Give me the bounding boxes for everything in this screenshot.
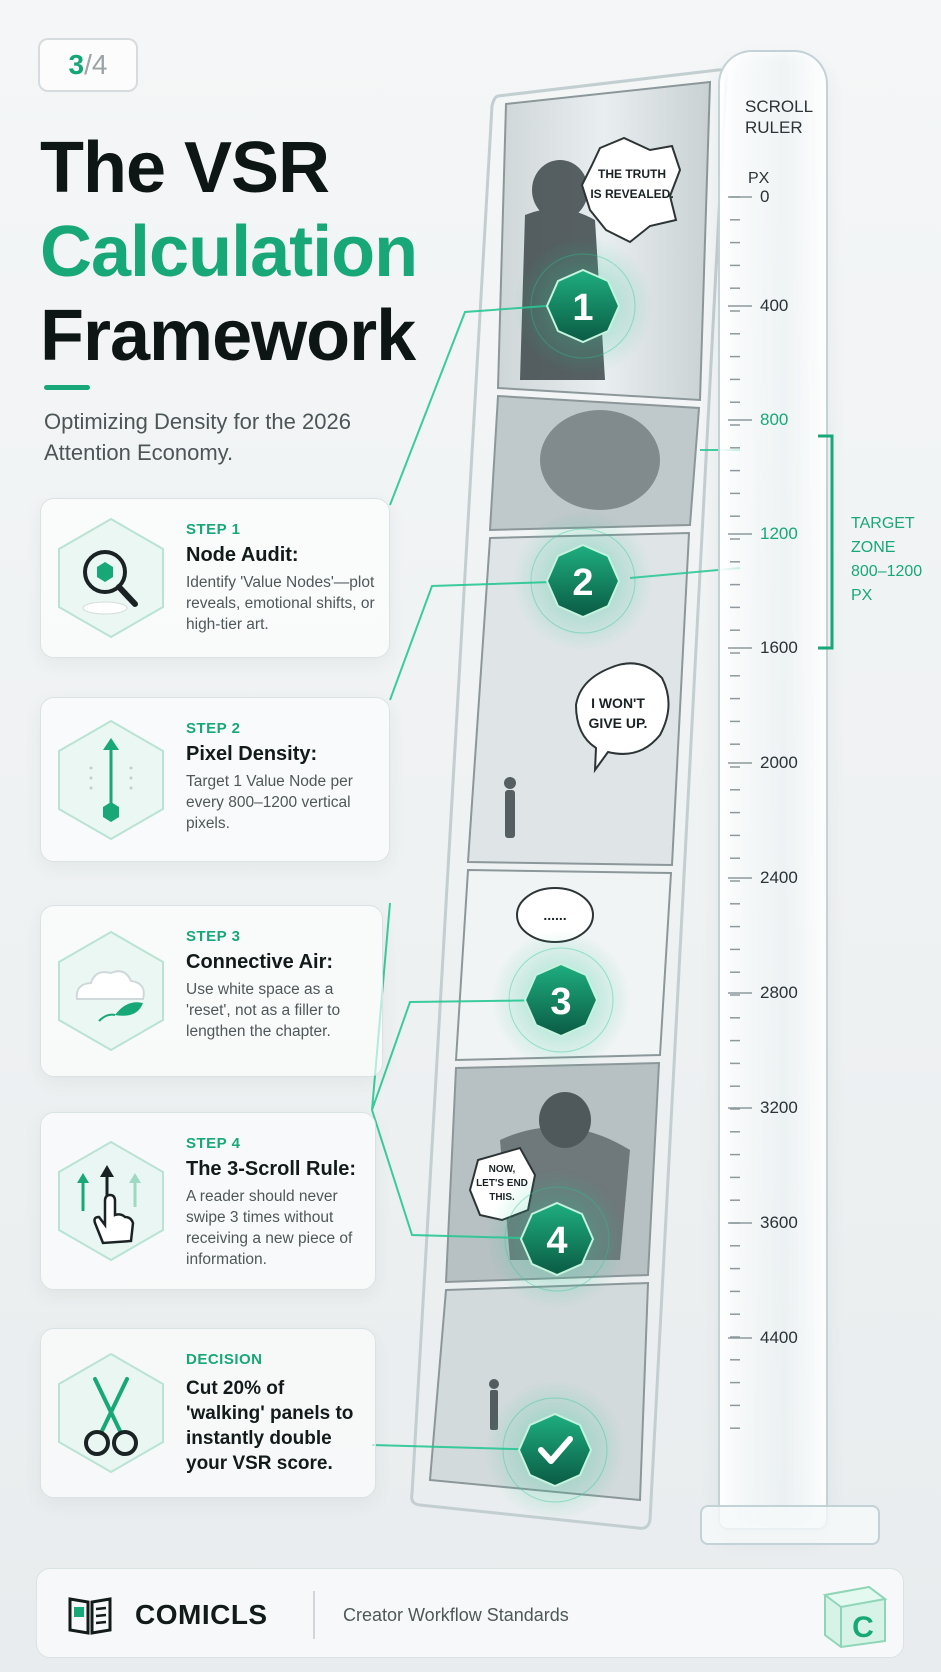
panel-2 — [488, 394, 701, 532]
step-card-1: STEP 1 Node Audit: Identify 'Value Nodes… — [40, 498, 390, 658]
ruler-tick-label: 1200 — [760, 524, 798, 543]
title-line-2: Calculation — [40, 212, 418, 292]
step-card-4: STEP 4 The 3-Scroll Rule: A reader shoul… — [40, 1112, 376, 1290]
step-2-description: Target 1 Value Node per every 800–1200 v… — [186, 773, 353, 832]
node-4-label: 4 — [546, 1220, 567, 1262]
ruler-tick-label: 3600 — [760, 1213, 798, 1232]
ruler-unit: PX — [748, 170, 770, 187]
magnifier-icon — [58, 517, 164, 639]
footer-bar: COMICLS Creator Workflow Standards C — [36, 1568, 904, 1658]
bubble-4-line-2: LET'S END — [476, 1178, 528, 1189]
node-2-label: 2 — [572, 562, 593, 604]
brand-cube-letter: C — [852, 1611, 874, 1644]
decision-description: Cut 20% of 'walking' panels to instantly… — [186, 1378, 354, 1474]
target-zone-line-4: PX — [851, 587, 873, 604]
node-1 — [513, 236, 653, 376]
target-zone-line-2: ZONE — [851, 539, 896, 556]
checkmark-icon — [538, 1436, 573, 1464]
step-1-heading: Node Audit: — [186, 544, 299, 566]
ruler-tick-label: 800 — [760, 410, 789, 429]
node-1-label: 1 — [572, 287, 593, 329]
decision-label: DECISION — [186, 1351, 263, 1368]
scissors-icon — [58, 1352, 164, 1474]
footer-tagline: Creator Workflow Standards — [343, 1605, 569, 1625]
page-title: The VSR Calculation Framework — [40, 126, 460, 378]
step-card-2: STEP 2 Pixel Density: Target 1 Value Nod… — [40, 697, 390, 862]
step-card-3: STEP 3 Connective Air: Use white space a… — [40, 905, 383, 1077]
node-2 — [513, 511, 653, 651]
decision-card: DECISION Cut 20% of 'walking' panels to … — [40, 1328, 376, 1498]
step-2-label: STEP 2 — [186, 720, 241, 737]
page-counter: 3 / 4 — [38, 38, 138, 92]
brand-name: COMICLS — [135, 1599, 268, 1630]
step-4-label: STEP 4 — [186, 1135, 241, 1152]
ruler-tick-label: 4400 — [760, 1328, 798, 1347]
bubble-2-line-2: GIVE UP. — [589, 715, 648, 731]
speech-bubble-2 — [574, 662, 670, 774]
step-1-description: Identify 'Value Nodes'—plot reveals, emo… — [186, 574, 375, 633]
page-counter-total: 4 — [91, 49, 108, 80]
open-book-icon — [68, 1597, 112, 1635]
step-4-description: A reader should never swipe 3 times with… — [186, 1188, 353, 1268]
footer-divider — [313, 1591, 315, 1639]
node-decision — [485, 1380, 625, 1520]
bubble-1-line-2: IS REVEALED. — [590, 187, 673, 201]
step-3-heading: Connective Air: — [186, 951, 334, 973]
ruler-tick-label: 2000 — [760, 753, 798, 772]
ruler-tick-label: 0 — [760, 187, 770, 206]
brand-cube-logo: C — [822, 1585, 888, 1649]
bubble-4-line-1: NOW, — [489, 1164, 516, 1175]
page-subtitle: Optimizing Density for the 2026 Attentio… — [44, 409, 351, 465]
node-3-label: 3 — [550, 981, 571, 1023]
target-zone-line-1: TARGET — [851, 515, 915, 532]
ruler-title: SCROLL RULER — [745, 96, 813, 138]
step-4-heading: The 3-Scroll Rule: — [186, 1158, 357, 1180]
target-zone-label: TARGET ZONE 800–1200 PX — [851, 512, 941, 608]
scroll-ruler-base — [700, 1505, 880, 1545]
bubble-2-line-1: I WON'T — [591, 695, 645, 711]
page-counter-separator: / — [84, 49, 92, 80]
ruler-tick-label: 1600 — [760, 638, 798, 657]
node-3 — [491, 930, 631, 1070]
step-3-description: Use white space as a 'reset', not as a f… — [186, 981, 341, 1040]
speech-bubbles — [468, 136, 682, 1222]
step-1-label: STEP 1 — [186, 521, 241, 538]
ruler-tick-label: 2800 — [760, 983, 798, 1002]
ruler-tick-label: 2400 — [760, 868, 798, 887]
title-line-3: Framework — [40, 296, 416, 376]
bubble-1-line-1: THE TRUTH — [598, 167, 666, 181]
ruler-tick-label: 3200 — [760, 1098, 798, 1117]
ruler-title-line-1: SCROLL — [745, 97, 814, 116]
value-nodes — [485, 236, 653, 1520]
title-underline — [44, 385, 90, 390]
target-zone-bracket — [818, 434, 834, 650]
ruler-tick-label: 400 — [760, 296, 789, 315]
title-line-1: The VSR — [40, 128, 330, 208]
speech-bubble-1 — [580, 136, 682, 244]
cloud-leaf-icon — [58, 930, 164, 1052]
ruler-title-line-2: RULER — [745, 118, 803, 137]
target-zone-line-3: 800–1200 — [851, 563, 923, 580]
step-2-heading: Pixel Density: — [186, 743, 318, 765]
bubble-3-text: ...... — [543, 907, 566, 923]
vertical-arrow-icon — [58, 719, 164, 840]
swipe-hand-icon — [58, 1140, 164, 1262]
page-counter-current: 3 — [68, 49, 85, 80]
step-3-label: STEP 3 — [186, 928, 241, 945]
node-4 — [487, 1169, 627, 1309]
